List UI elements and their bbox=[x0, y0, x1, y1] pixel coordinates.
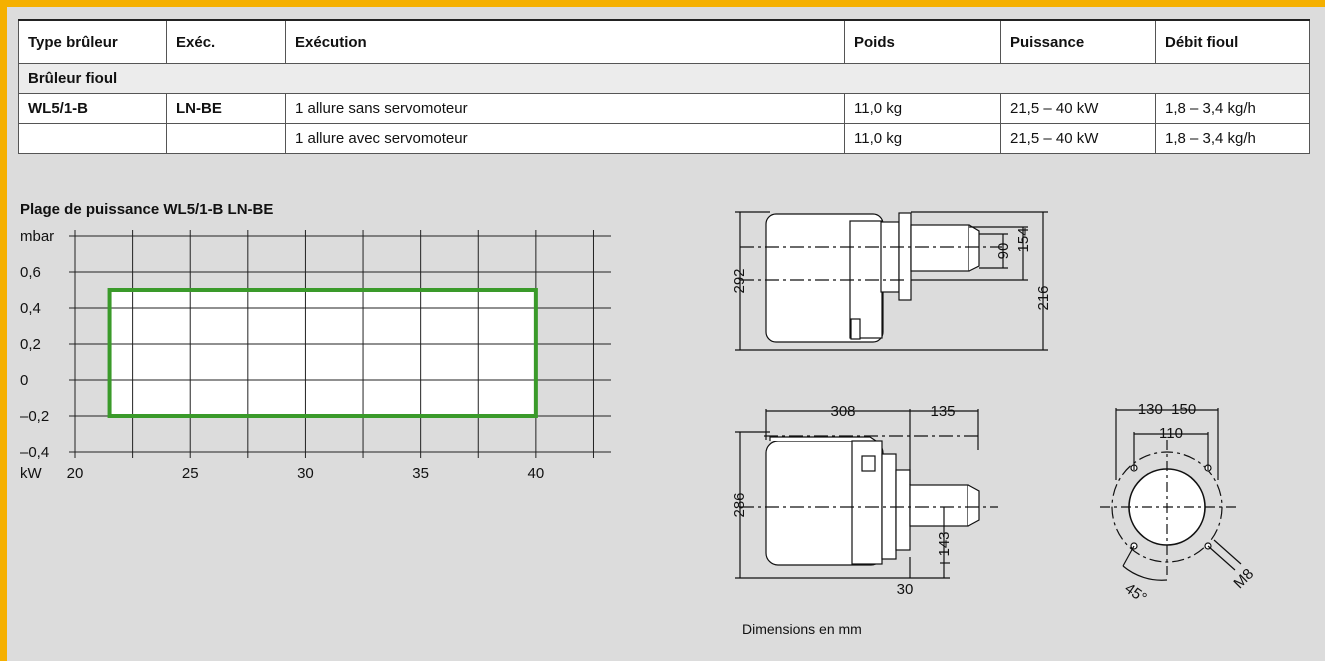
dim-154: 154 bbox=[1015, 227, 1032, 252]
x-tick-label: 30 bbox=[297, 465, 314, 482]
cell-fuel-flow: 1,8 – 3,4 kg/h bbox=[1155, 93, 1310, 124]
dim-135: 135 bbox=[930, 403, 955, 420]
cell-power: 21,5 – 40 kW bbox=[1000, 123, 1156, 154]
dim-143: 143 bbox=[936, 531, 953, 556]
y-tick-label: –0,2 bbox=[20, 408, 49, 425]
header-weight: Poids bbox=[844, 19, 1001, 64]
cell-execution: 1 allure avec servomoteur bbox=[285, 123, 845, 154]
header-type: Type brûleur bbox=[18, 19, 167, 64]
top-view-drawing bbox=[735, 211, 1048, 351]
table-row: WL5/1-B LN-BE 1 allure sans servomoteur … bbox=[18, 93, 1310, 124]
category-row: Brûleur fioul bbox=[18, 63, 1310, 94]
dim-30: 30 bbox=[897, 581, 914, 598]
dim-216: 216 bbox=[1035, 285, 1052, 310]
category-label: Brûleur fioul bbox=[18, 63, 1310, 94]
power-range-border bbox=[107, 288, 538, 418]
cell-execution: 1 allure sans servomoteur bbox=[285, 93, 845, 124]
dim-110: 110 bbox=[1159, 425, 1183, 442]
y-tick-label: 0 bbox=[20, 372, 28, 389]
y-tick-label: 0,6 bbox=[20, 264, 41, 281]
x-tick-label: 35 bbox=[412, 465, 429, 482]
y-axis-unit: mbar bbox=[20, 228, 54, 245]
table-row: 1 allure avec servomoteur 11,0 kg 21,5 –… bbox=[18, 123, 1310, 154]
cell-exec: LN-BE bbox=[166, 93, 286, 124]
y-tick-label: 0,2 bbox=[20, 336, 41, 353]
power-range-fill bbox=[109, 290, 536, 416]
x-tick-label: 40 bbox=[528, 465, 545, 482]
cell-type: WL5/1-B bbox=[18, 93, 167, 124]
dimensions-note: Dimensions en mm bbox=[742, 621, 862, 637]
header-execution: Exécution bbox=[285, 19, 845, 64]
cell-weight: 11,0 kg bbox=[844, 123, 1001, 154]
header-power: Puissance bbox=[1000, 19, 1156, 64]
dim-292: 292 bbox=[731, 268, 748, 293]
side-view-drawing bbox=[735, 409, 998, 579]
flange-drawing bbox=[1100, 408, 1242, 581]
header-fuel-flow: Débit fioul bbox=[1155, 19, 1310, 64]
x-tick-label: 25 bbox=[182, 465, 199, 482]
dim-130-150: 130–150 bbox=[1138, 401, 1196, 418]
cell-fuel-flow: 1,8 – 3,4 kg/h bbox=[1155, 123, 1310, 154]
chart-title: Plage de puissance WL5/1-B LN-BE bbox=[20, 201, 273, 218]
power-range-chart: Plage de puissance WL5/1-B LN-BE mbar 0,6 0… bbox=[20, 201, 611, 482]
spec-table: Type brûleur Exéc. Exécution Poids Puiss… bbox=[18, 19, 1310, 154]
cell-weight: 11,0 kg bbox=[844, 93, 1001, 124]
dim-angle: 45° bbox=[1121, 580, 1149, 607]
cell-exec bbox=[166, 123, 286, 154]
cell-type bbox=[18, 123, 167, 154]
dim-308: 308 bbox=[830, 403, 855, 420]
dim-90: 90 bbox=[995, 243, 1012, 260]
table-header-row: Type brûleur Exéc. Exécution Poids Puiss… bbox=[18, 19, 1310, 64]
dim-286: 286 bbox=[731, 492, 748, 517]
x-tick-label: 20 bbox=[67, 465, 84, 482]
x-axis-unit: kW bbox=[20, 465, 43, 482]
y-tick-label: 0,4 bbox=[20, 300, 41, 317]
y-tick-label: –0,4 bbox=[20, 444, 49, 461]
